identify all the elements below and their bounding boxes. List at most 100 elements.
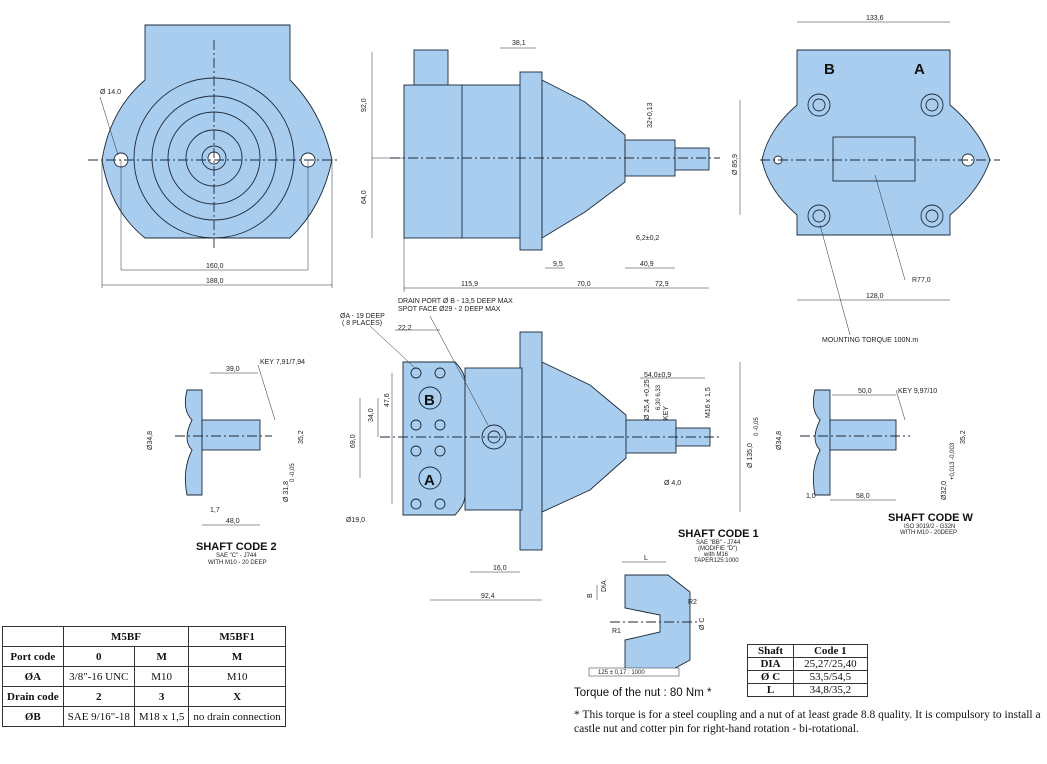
torque-label: Torque of the nut : 80 Nm *	[574, 687, 712, 699]
main-dim-254: Ø 25,4 +0,25	[644, 379, 651, 420]
main-holes-line1: ØA - 19 DEEP	[340, 313, 385, 320]
table-cell: no drain connection	[188, 706, 286, 727]
shaft-table: Shaft Code 1 DIA 25,27/25,40 Ø C 53,5/54…	[746, 644, 868, 697]
shaftw-dim-10: 1,0	[806, 493, 816, 500]
table-row: DIA 25,27/25,40	[746, 657, 868, 671]
main-dim-16: 16,0	[493, 565, 507, 572]
shaftw-dim-352: 35,2	[960, 430, 967, 444]
rear-dim-128: 128,0	[866, 293, 884, 300]
main-port-a: A	[424, 472, 435, 489]
side-view: 38,1 92,0 64,0 32+0,13 Ø 85,9 6,2±0,2 9,…	[361, 40, 741, 292]
main-dim-924: 92,4	[481, 593, 495, 600]
shaftw-dim-32-tol: +0,013 -0,003	[950, 442, 956, 480]
rear-radius: R77,0	[912, 277, 931, 284]
main-drain-line2: SPOT FACE Ø29 - 2 DEEP MAX	[398, 306, 501, 313]
shaft2-title: SHAFT CODE 2	[196, 541, 277, 553]
shaftw-line1: ISO 3019/2 - G32N	[904, 524, 955, 530]
shaft1-line4: TAPER125:1000	[694, 558, 739, 564]
side-dim-729: 72,9	[655, 281, 669, 288]
main-dim-19: Ø19,0	[346, 517, 365, 524]
main-key: KEY	[663, 406, 670, 420]
table-cell: 0	[62, 646, 135, 667]
table-cell: 2	[62, 686, 135, 707]
shaft1-title: SHAFT CODE 1	[678, 528, 759, 540]
side-dim-70: 70,0	[577, 281, 591, 288]
row-label: Drain code	[2, 686, 64, 707]
row-label: DIA	[746, 657, 795, 671]
taper-l: L	[644, 555, 648, 562]
row-label: L	[746, 683, 795, 697]
row-label: ØA	[2, 666, 64, 687]
main-holes-line2: ( 8 PLACES)	[342, 320, 382, 327]
shaft2-dim-39: 39,0	[226, 366, 240, 373]
table-row: ØB SAE 9/16"-18 M18 x 1,5 no drain conne…	[2, 706, 286, 727]
main-dim-tol: 6,30 6,33	[656, 384, 662, 410]
main-dim-4: Ø 4,0	[664, 480, 681, 487]
shaft1-line2: (MODIFIE "D")	[698, 546, 737, 552]
taper-detail: L B DIA R2 R1 Ø C 125 ± 0,17 : 1000	[587, 555, 706, 677]
shaftw-dim-348: Ø34,8	[776, 431, 783, 450]
model-header-m5bf: M5BF	[62, 626, 190, 647]
shaft-table-header: Shaft Code 1	[746, 644, 868, 658]
side-dim-115: 115,9	[461, 281, 478, 288]
table-row: ØA 3/8"-16 UNC M10 M10	[2, 666, 286, 687]
taper-dia: DIA	[601, 580, 608, 592]
table-row: Drain code 2 3 X	[2, 686, 286, 707]
shaftw-key: KEY 9,97/10	[898, 388, 937, 395]
table-cell: 25,27/25,40	[793, 657, 868, 671]
shaft2-dim-348: Ø34,8	[147, 431, 154, 450]
shaft2-dim-48: 48,0	[226, 518, 240, 525]
table-row: Port code 0 M M	[2, 646, 286, 667]
rear-port-a: A	[914, 61, 925, 78]
shaftw-line2: WITH M10 - 20DEEP	[900, 530, 957, 536]
main-dim-34: 34,0	[368, 408, 375, 422]
shaft2-line1: SAE "C" - J744	[216, 553, 257, 559]
footnote: * This torque is for a steel coupling an…	[574, 709, 1041, 735]
table-cell: 34,8/35,2	[793, 683, 868, 697]
main-port-b: B	[424, 392, 435, 409]
main-dim-476: 47,6	[384, 393, 391, 407]
table-cell: X	[188, 686, 286, 707]
shaftw-dim-58: 58,0	[856, 493, 870, 500]
shaft1-line1: SAE "BB" - J744	[696, 540, 741, 546]
shaft-code-2: KEY 7,91/7,94 39,0 Ø34,8 35,2 Ø 31,8 0 -…	[147, 359, 305, 566]
table-cell: 53,5/54,5	[793, 670, 868, 684]
row-label: ØB	[2, 706, 64, 727]
taper-tolerance: 125 ± 0,17 : 1000	[598, 670, 645, 676]
row-label: Port code	[2, 646, 64, 667]
taper-r2: R2	[688, 599, 697, 606]
main-dim-69: 69,0	[350, 434, 357, 448]
taper-c: Ø C	[699, 618, 706, 630]
side-dim-62: 6,2±0,2	[636, 235, 659, 242]
side-dim-95: 9,5	[553, 261, 563, 268]
table-cell: M18 x 1,5	[133, 706, 190, 727]
main-drain-line1: DRAIN PORT Ø B - 13,5 DEEP MAX	[398, 298, 513, 305]
shaft-header-shaft: Shaft	[746, 644, 795, 658]
side-dim-top: 38,1	[512, 40, 526, 47]
side-dim-32: 32+0,13	[647, 102, 654, 128]
shaft2-dim-318-tol: 0 -0,05	[290, 463, 296, 482]
row-label: Ø C	[746, 670, 795, 684]
shaftw-dim-32: Ø32,0	[941, 481, 948, 500]
rear-view: 133,6 B A R77,0 128,0 MOUNTING TORQUE 10…	[760, 15, 1000, 344]
table-cell: M10	[188, 666, 286, 687]
table-cell: SAE 9/16"-18	[62, 706, 135, 727]
rear-dim-top: 133,6	[866, 15, 884, 22]
main-view: DRAIN PORT Ø B - 13,5 DEEP MAX SPOT FACE…	[340, 298, 760, 601]
shaftw-dim-50: 50,0	[858, 388, 872, 395]
shaftw-title: SHAFT CODE W	[888, 512, 974, 524]
table-cell: M	[133, 646, 190, 667]
shaft1-line3: with M16	[703, 552, 729, 558]
shaft2-line2: WITH M10 - 20 DEEP	[208, 560, 267, 566]
rear-port-b: B	[824, 61, 835, 78]
front-dim-outer: 188,0	[206, 278, 224, 285]
model-header-m5bf1: M5BF1	[188, 626, 286, 647]
table-row: L 34,8/35,2	[746, 683, 868, 697]
shaft2-key: KEY 7,91/7,94	[260, 359, 305, 366]
table-cell: 3	[133, 686, 190, 707]
rear-mounting-torque: MOUNTING TORQUE 100N.m	[822, 337, 918, 344]
table-cell: M10	[133, 666, 190, 687]
shaft2-dim-17: 1,7	[210, 507, 220, 514]
front-dim-inner: 160,0	[206, 263, 224, 270]
